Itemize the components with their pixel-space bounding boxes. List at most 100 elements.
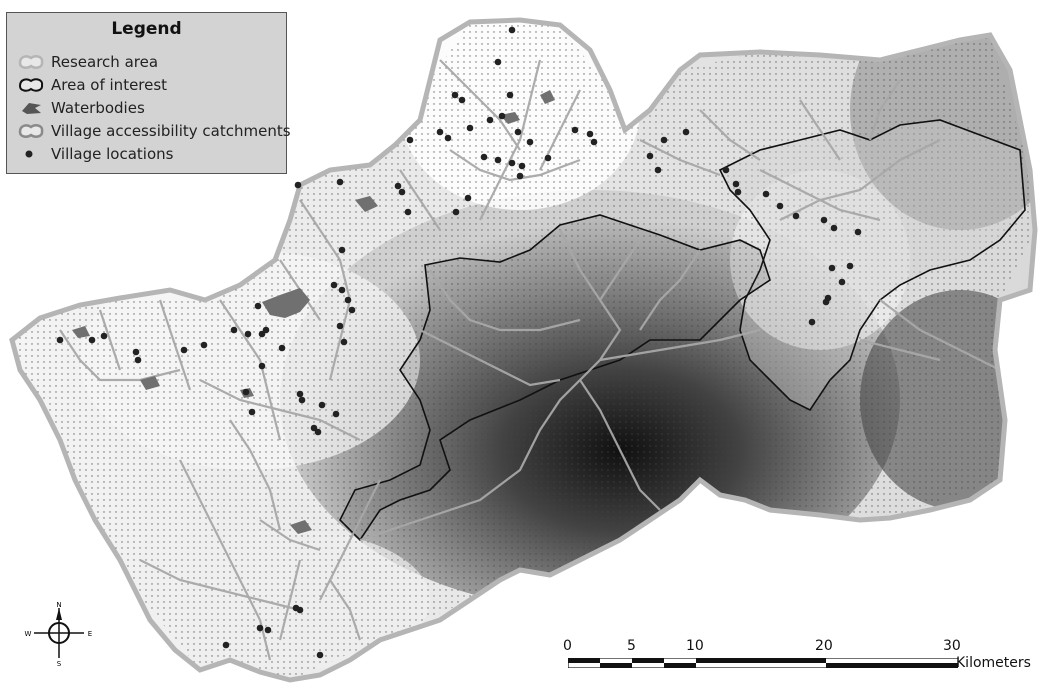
village-point <box>586 130 594 138</box>
village-point <box>180 346 188 354</box>
village-point <box>838 278 846 286</box>
legend-item-villages: Village locations <box>17 143 173 165</box>
village-point <box>518 162 526 170</box>
village-point <box>242 388 250 396</box>
village-point <box>820 216 828 224</box>
village-point <box>254 302 262 310</box>
village-point <box>222 641 230 649</box>
scale-tick-30: 30 <box>943 638 961 654</box>
legend-item-research-area: Research area <box>17 51 158 73</box>
village-point <box>436 128 444 136</box>
compass-e: E <box>88 630 92 638</box>
legend-item-waterbodies: Waterbodies <box>17 97 145 119</box>
north-arrow-compass-icon: N S E W <box>25 601 93 666</box>
village-point <box>544 154 552 162</box>
village-point <box>452 208 460 216</box>
village-point <box>792 212 800 220</box>
village-point <box>498 112 506 120</box>
village-point <box>526 138 534 146</box>
village-point <box>404 208 412 216</box>
research-area-outline <box>9 17 1038 683</box>
waterbody-shape-icon <box>22 103 41 114</box>
village-point <box>256 624 264 632</box>
area-of-interest-outline-icon <box>18 78 44 92</box>
village-point <box>336 322 344 330</box>
village-point <box>514 128 522 136</box>
village-point <box>458 96 466 104</box>
dotted-hatch-area <box>12 22 1035 680</box>
village-point <box>822 298 830 306</box>
village-point <box>486 116 494 124</box>
compass-s: S <box>57 660 62 666</box>
village-point <box>406 136 414 144</box>
legend-label: Waterbodies <box>51 99 145 117</box>
village-point <box>808 318 816 326</box>
village-point <box>314 428 322 436</box>
legend-label: Area of interest <box>51 76 168 94</box>
village-point <box>508 159 516 167</box>
village-point <box>732 180 740 188</box>
village-point <box>258 362 266 370</box>
legend-item-catchments: Village accessibility catchments <box>17 120 291 142</box>
village-point <box>56 336 64 344</box>
village-point <box>336 178 344 186</box>
scale-tick-20: 20 <box>815 638 833 654</box>
village-point <box>480 153 488 161</box>
village-point <box>264 626 272 634</box>
village-point <box>298 396 306 404</box>
village-point <box>88 336 96 344</box>
village-point <box>244 330 252 338</box>
village-point <box>494 58 502 66</box>
legend-item-area-of-interest: Area of interest <box>17 74 167 96</box>
village-point <box>846 262 854 270</box>
catchment-outline-icon <box>18 124 44 138</box>
village-point <box>590 138 598 146</box>
village-point <box>258 330 266 338</box>
village-point <box>682 128 690 136</box>
research-area-outline-icon <box>18 55 44 69</box>
village-point <box>316 651 324 659</box>
legend-label: Research area <box>51 53 159 71</box>
village-point <box>134 356 142 364</box>
legend-title: Legend <box>111 19 182 39</box>
village-point <box>344 296 352 304</box>
village-point <box>660 136 668 144</box>
village-point <box>394 182 402 190</box>
village-point <box>230 326 238 334</box>
village-dot-icon <box>25 150 33 158</box>
village-point <box>508 26 516 34</box>
village-point <box>296 390 304 398</box>
village-point <box>132 348 140 356</box>
scale-tick-0: 0 <box>563 638 572 654</box>
village-point <box>830 224 838 232</box>
map-legend: Legend Research area Area of interest Wa… <box>6 12 291 174</box>
village-point <box>330 281 338 289</box>
village-point <box>100 332 108 340</box>
village-locations <box>56 26 862 659</box>
compass-w: W <box>25 630 32 638</box>
village-point <box>734 188 742 196</box>
village-point <box>776 202 784 210</box>
scale-bar-segments <box>568 658 958 668</box>
village-point <box>516 172 524 180</box>
village-point <box>310 424 318 432</box>
scale-tick-10: 10 <box>686 638 704 654</box>
village-point <box>318 401 326 409</box>
village-point <box>654 166 662 174</box>
village-point <box>464 194 472 202</box>
scale-unit: Kilometers <box>956 655 1031 671</box>
village-point <box>262 326 270 334</box>
village-point <box>340 338 348 346</box>
village-point <box>296 606 304 614</box>
village-point <box>294 181 302 189</box>
village-point <box>444 134 452 142</box>
scale-tick-5: 5 <box>627 638 636 654</box>
village-point <box>854 228 862 236</box>
village-point <box>466 124 474 132</box>
village-point <box>762 190 770 198</box>
village-point <box>332 410 340 418</box>
village-point <box>248 408 256 416</box>
legend-label: Village locations <box>51 145 174 163</box>
village-point <box>338 246 346 254</box>
